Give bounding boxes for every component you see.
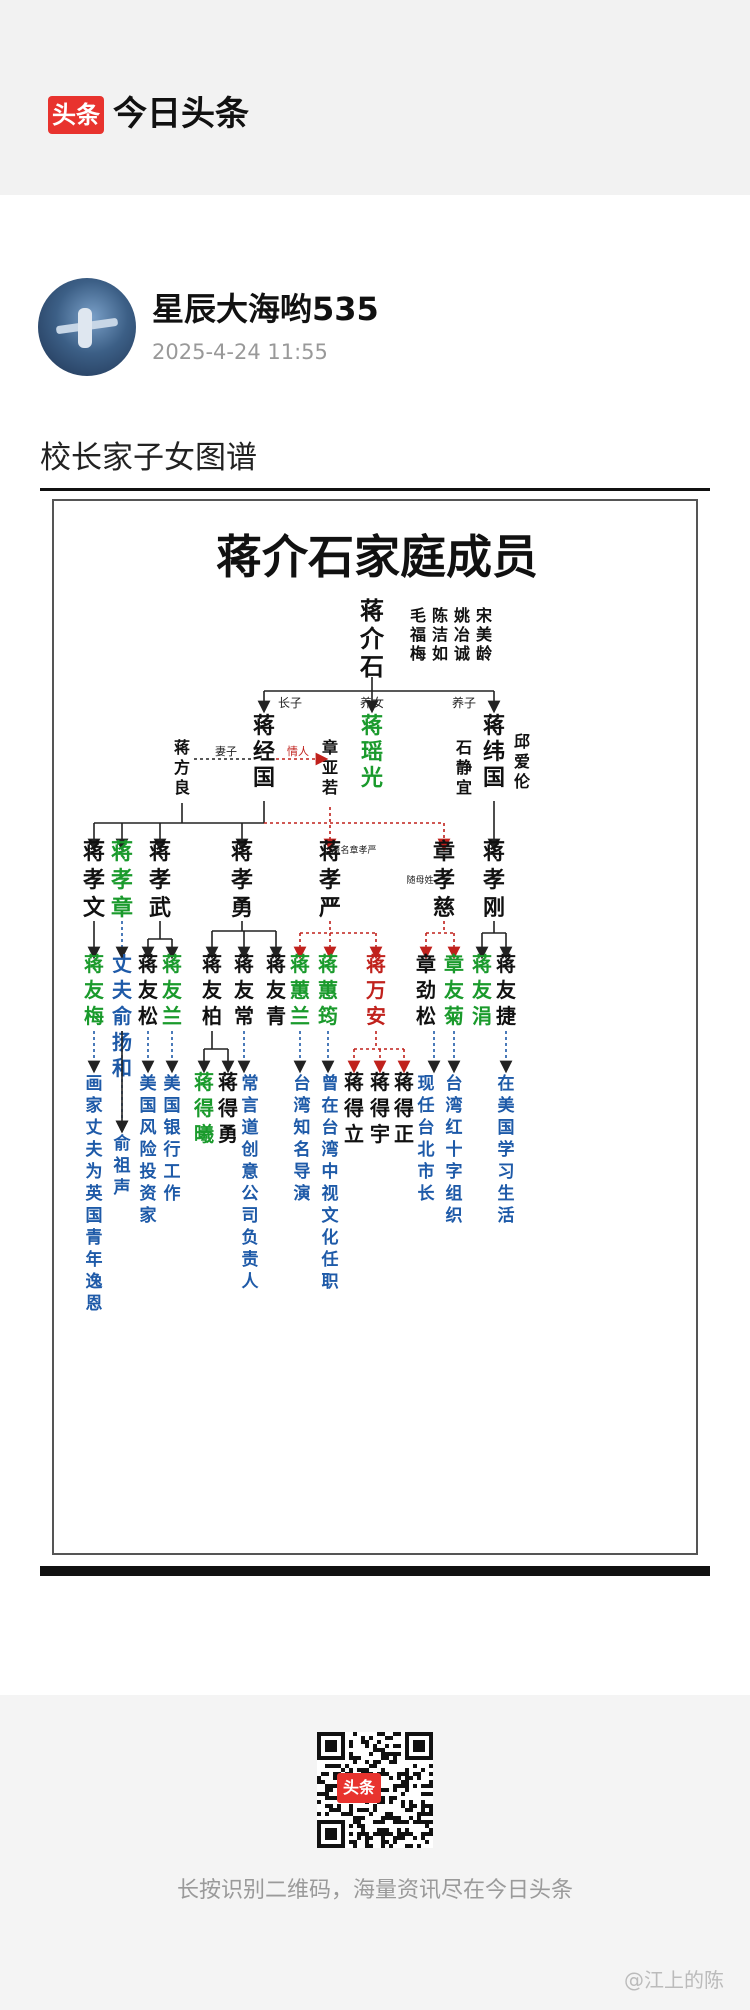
label-follow-mother: 随母姓	[406, 874, 433, 886]
weibo-watermark: @江上的陈	[624, 1968, 724, 1992]
wife-2: 姚冶诚	[453, 606, 470, 663]
label-eldest-son: 长子	[278, 696, 302, 710]
author-name[interactable]: 星辰大海哟535	[152, 290, 379, 328]
node-gen4-12: 蒋友涓	[472, 952, 492, 1028]
node-gen4-9: 蒋万安	[365, 952, 386, 1028]
qr-logo-badge: 头条	[337, 1773, 381, 1803]
node-gen4-11: 章友菊	[444, 952, 464, 1028]
toutiao-logo-badge: 头条	[48, 96, 104, 134]
node-yaoguang: 蒋瑶光	[360, 714, 383, 791]
node-jiang-jieshi: 蒋介石	[359, 597, 385, 681]
note-huilan: 台湾知名导演	[293, 1073, 311, 1204]
node-gen3-3: 蒋孝勇	[230, 840, 253, 921]
note-youjie: 在美国学习生活	[498, 1073, 516, 1226]
note-yousong: 美国风险投资家	[140, 1073, 158, 1226]
note-wanan: 现任台北市长	[417, 1074, 436, 1204]
node-gen4-10: 章劲松	[416, 952, 436, 1028]
node-gen4-2: 蒋友松	[138, 952, 158, 1028]
node-gen5-1: 蒋得勇	[217, 1070, 238, 1146]
app-header: 头条 今日头条	[0, 0, 750, 200]
wife-3: 宋美龄	[475, 606, 493, 663]
node-gen5-2: 蒋得立	[343, 1070, 364, 1146]
note-huijun: 曾在台湾中视文化任职	[321, 1073, 340, 1292]
node-jingyi: 石静宜	[455, 738, 472, 797]
node-gen3-5: 章孝慈	[432, 839, 455, 921]
author-avatar[interactable]	[38, 278, 136, 376]
app-name: 今日头条	[113, 94, 249, 134]
avatar-plane-body	[78, 308, 92, 348]
node-gen3-1: 蒋孝章	[110, 840, 133, 921]
node-gen4-7: 蒋蕙兰	[290, 952, 310, 1028]
node-gen4-8: 蒋蕙筠	[318, 952, 338, 1028]
note-youchang: 常言道创意公司负责人	[241, 1073, 260, 1292]
node-gen3-4: 蒋孝严	[318, 840, 341, 921]
node-gen4-13: 蒋友捷	[496, 952, 517, 1028]
node-yaruo: 章亚若	[321, 738, 338, 797]
post-caption: 校长家子女图谱	[40, 440, 257, 476]
node-gen4-6: 蒋友青	[266, 952, 286, 1028]
node-jingguo: 蒋经国	[253, 714, 275, 791]
note-yuyanghe: 俞祖声	[113, 1133, 132, 1198]
qr-hint-text: 长按识别二维码，海量资讯尽在今日头条	[176, 1878, 573, 1903]
node-gen3-2: 蒋孝武	[148, 840, 171, 921]
label-lover: 情人	[287, 745, 309, 758]
wife-0: 毛福梅	[409, 606, 426, 663]
node-gen5-0: 蒋得曦	[193, 1070, 214, 1146]
node-weiguo: 蒋纬国	[483, 714, 505, 791]
node-gen4-3: 蒋友兰	[162, 952, 182, 1028]
node-fangliang: 蒋方良	[174, 738, 190, 797]
note-youju: 台湾红十字组织	[446, 1073, 463, 1226]
note-youmei: 画家丈夫为英国青年逸恩	[86, 1074, 104, 1314]
post-timestamp: 2025-4-24 11:55	[152, 340, 328, 364]
label-wife: 妻子	[215, 745, 237, 758]
node-gen4-4: 蒋友柏	[202, 952, 222, 1028]
node-ailun: 邱爱伦	[514, 732, 531, 791]
wife-1: 陈洁如	[432, 606, 448, 663]
node-gen5-3: 蒋得宇	[369, 1070, 390, 1146]
chart-title: 蒋介石家庭成员	[216, 530, 538, 584]
label-adopted-daughter: 养女	[360, 695, 384, 710]
node-gen3-6: 蒋孝刚	[482, 840, 505, 921]
label-adopted-son: 养子	[452, 695, 476, 710]
node-gen5-4: 蒋得正	[393, 1070, 414, 1146]
note-youlan: 美国银行工作	[163, 1073, 182, 1204]
family-tree-panel: 蒋介石家庭成员 蒋介石 毛福梅陈洁如姚冶诚宋美龄长子 养女 养子蒋经国 蒋瑶光 蒋纬国 蒋方…	[52, 499, 698, 1555]
family-tree-image: 蒋介石家庭成员 蒋介石 毛福梅陈洁如姚冶诚宋美龄长子 养女 养子蒋经国 蒋瑶光 蒋纬国 蒋方…	[40, 488, 710, 1576]
node-gen4-5: 蒋友常	[234, 952, 254, 1028]
node-gen3-0: 蒋孝文	[82, 840, 106, 921]
label-original-name: 原名章孝严	[331, 844, 376, 856]
node-gen4-0: 蒋友梅	[84, 952, 104, 1028]
